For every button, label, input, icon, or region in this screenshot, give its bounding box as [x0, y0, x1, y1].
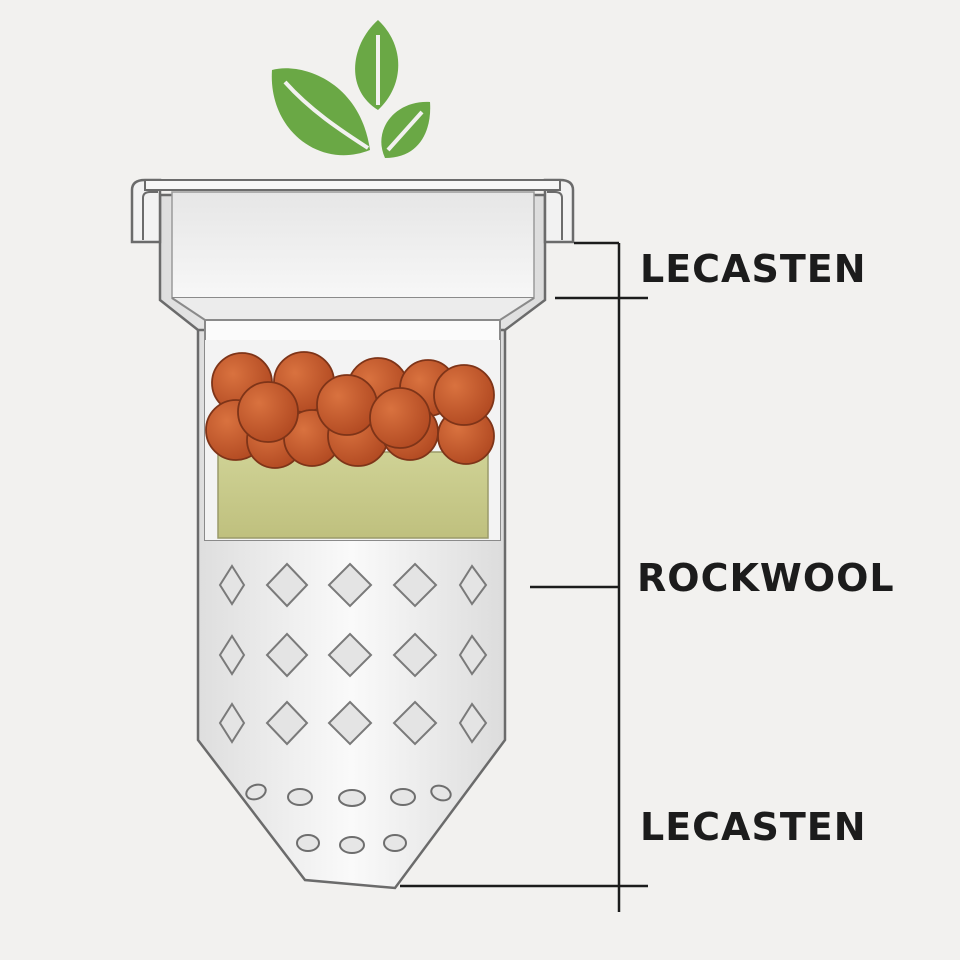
leader-lines	[400, 241, 648, 912]
diamond-slots	[218, 562, 488, 746]
clay-pebbles	[205, 351, 495, 469]
net-pot	[130, 178, 575, 890]
oval-holes	[245, 783, 452, 854]
label-rockwool: ROCKWOOL	[637, 556, 895, 600]
label-lecasten-bottom: LECASTEN	[640, 805, 867, 849]
label-lecasten-top: LECASTEN	[640, 247, 867, 291]
seedling-leaves-icon	[271, 20, 431, 158]
